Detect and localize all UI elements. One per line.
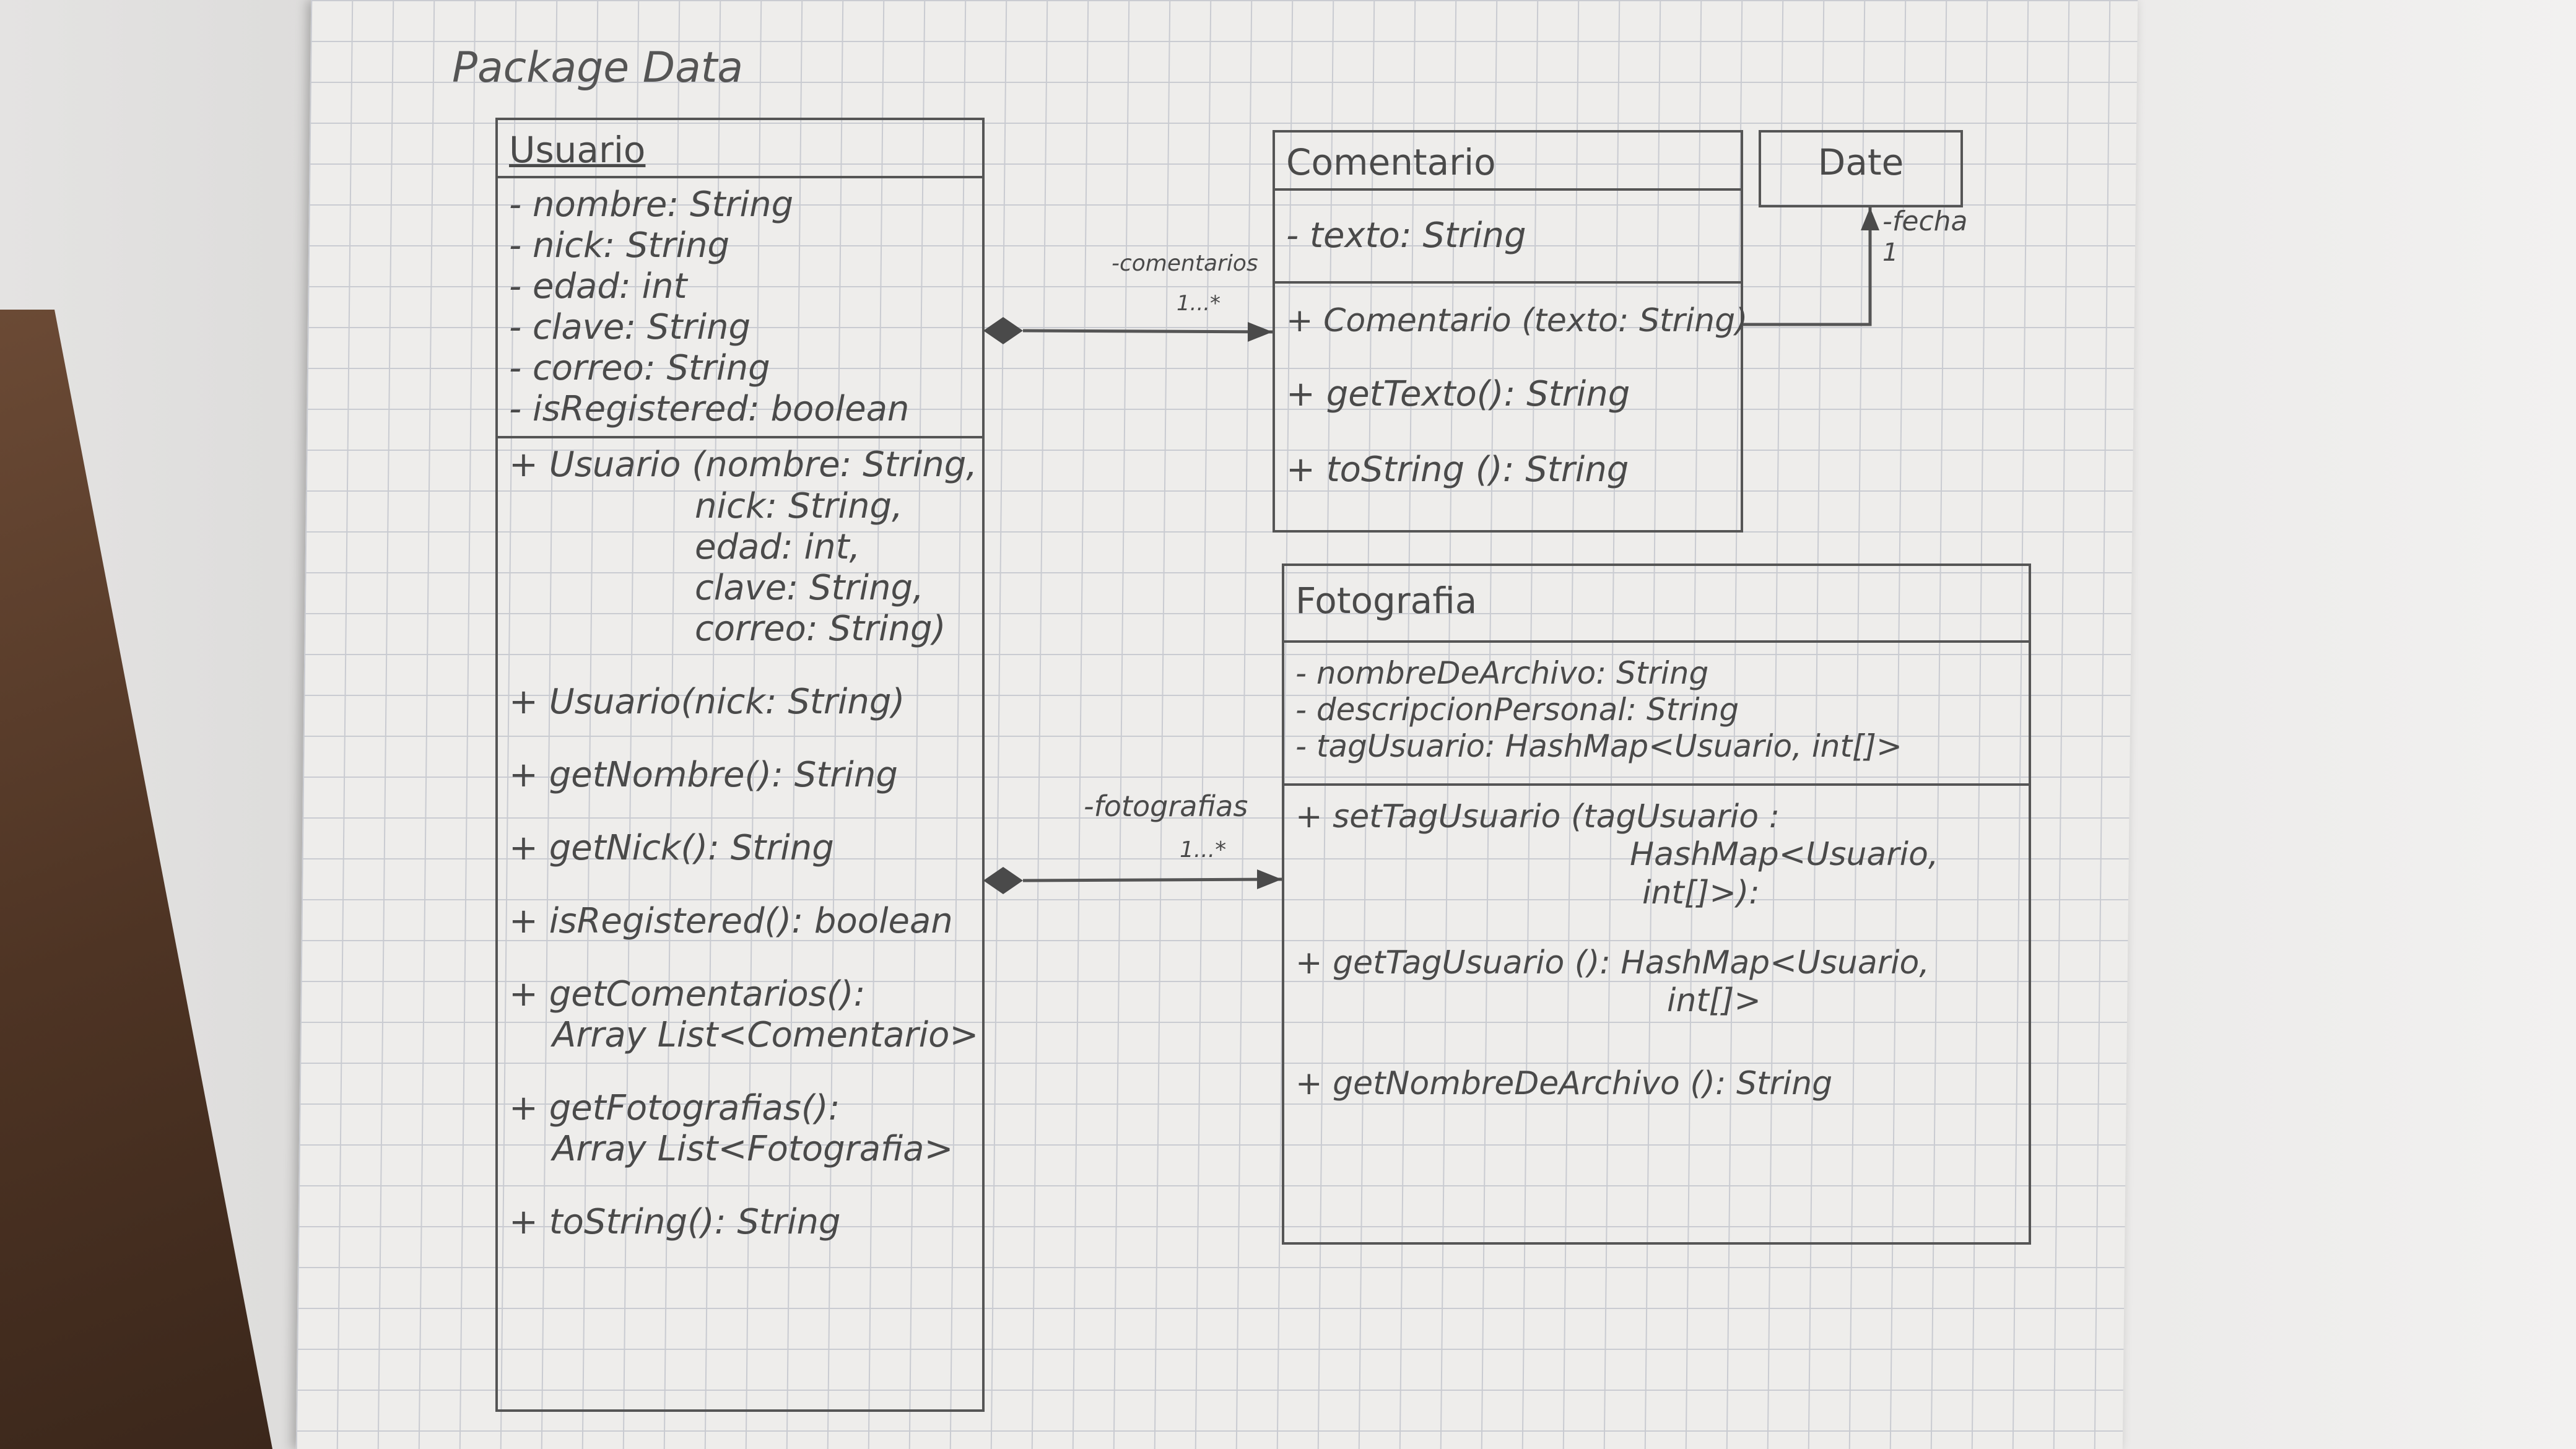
class-name: Usuario [498, 120, 982, 178]
operation: + getNombreDeArchivo (): String [1295, 1064, 1833, 1102]
class-name: Date [1817, 141, 1904, 183]
operation: + setTagUsuario (tagUsuario : HashMap<Us… [1295, 798, 2017, 912]
operation: + getTexto(): String [1286, 374, 1630, 415]
operation-line: clave: String, [695, 567, 924, 608]
operation-line: + setTagUsuario (tagUsuario : [1295, 798, 1780, 835]
attribute: - nombreDeArchivo: String [1295, 655, 1709, 691]
attribute: - tagUsuario: HashMap<Usuario, int[]> [1295, 728, 1902, 764]
operation-line: + getTagUsuario (): HashMap<Usuario, [1295, 944, 1930, 982]
operation: + getTagUsuario (): HashMap<Usuario, int… [1295, 944, 2017, 1020]
operation-line: Array List<Fotografia> [552, 1129, 954, 1170]
attribute: - correo: String [509, 348, 770, 389]
attribute: - isRegistered: boolean [509, 389, 910, 430]
attribute: - texto: String [1286, 215, 1526, 256]
attribute: - descripcionPersonal: String [1295, 692, 1739, 728]
operation: + getFotografias(): Array List<Fotografi… [509, 1088, 971, 1170]
operation-line: + Usuario (nombre: String, [509, 445, 978, 485]
multiplicity-label-fecha: 1 [1882, 238, 1899, 267]
multiplicity-label-comentarios: 1...* [1177, 291, 1221, 316]
attribute: - nick: String [509, 225, 730, 266]
attribute: - edad: int [509, 266, 687, 307]
operation-line: int[]> [1667, 982, 1761, 1020]
operation-line: + getFotografias(): [509, 1088, 840, 1129]
class-name: Fotografia [1284, 566, 2029, 643]
operation: + isRegistered(): boolean [509, 901, 953, 942]
operation-compartment: + setTagUsuario (tagUsuario : HashMap<Us… [1284, 786, 2029, 1109]
attribute-compartment: - texto: String [1275, 191, 1741, 284]
operation: + toString(): String [509, 1202, 841, 1243]
operation-line: nick: String, [695, 485, 903, 526]
class-comentario: Comentario - texto: String + Comentario … [1273, 130, 1748, 533]
class-date: Date [1759, 130, 1963, 207]
operation-line: Array List<Comentario> [552, 1015, 979, 1056]
operation-constructor: + Usuario (nombre: String, nick: String,… [509, 445, 978, 649]
role-label-fotografias: -fotografias [1084, 790, 1248, 823]
operation: + getComentarios(): Array List<Comentari… [509, 974, 979, 1056]
multiplicity-label-fotografias: 1...* [1180, 837, 1227, 863]
role-label-comentarios: -comentarios [1112, 251, 1258, 276]
operation-line: HashMap<Usuario, [1630, 836, 1939, 874]
operation: + Usuario(nick: String) [509, 681, 905, 722]
operation-compartment: + Usuario (nombre: String, nick: String,… [498, 438, 982, 1249]
operation: + getNombre(): String [509, 754, 898, 795]
class-name: Comentario [1275, 133, 1741, 191]
operation: + getNick(): String [509, 828, 834, 869]
operation-compartment: + Comentario (texto: String) + getTexto(… [1275, 284, 1748, 497]
table-surface-right [2081, 0, 2576, 1449]
operation: + Comentario (texto: String) [1286, 302, 1748, 340]
package-title: Package Data [452, 43, 744, 92]
attribute: - clave: String [509, 307, 751, 348]
attribute-compartment: - nombre: String - nick: String - edad: … [498, 178, 982, 439]
attribute: - nombre: String [509, 185, 794, 225]
class-usuario: Usuario - nombre: String - nick: String … [495, 118, 985, 1412]
class-fotografia: Fotografia - nombreDeArchivo: String - d… [1282, 564, 2031, 1245]
operation-line: + getComentarios(): [509, 974, 866, 1015]
operation-line: correo: String) [695, 608, 946, 649]
operation-line: int[]>): [1642, 874, 1760, 912]
attribute-compartment: - nombreDeArchivo: String - descripcionP… [1284, 643, 2029, 786]
operation: + toString (): String [1286, 449, 1629, 490]
operation-line: edad: int, [695, 526, 861, 567]
role-label-fecha: -fecha [1882, 206, 1968, 237]
